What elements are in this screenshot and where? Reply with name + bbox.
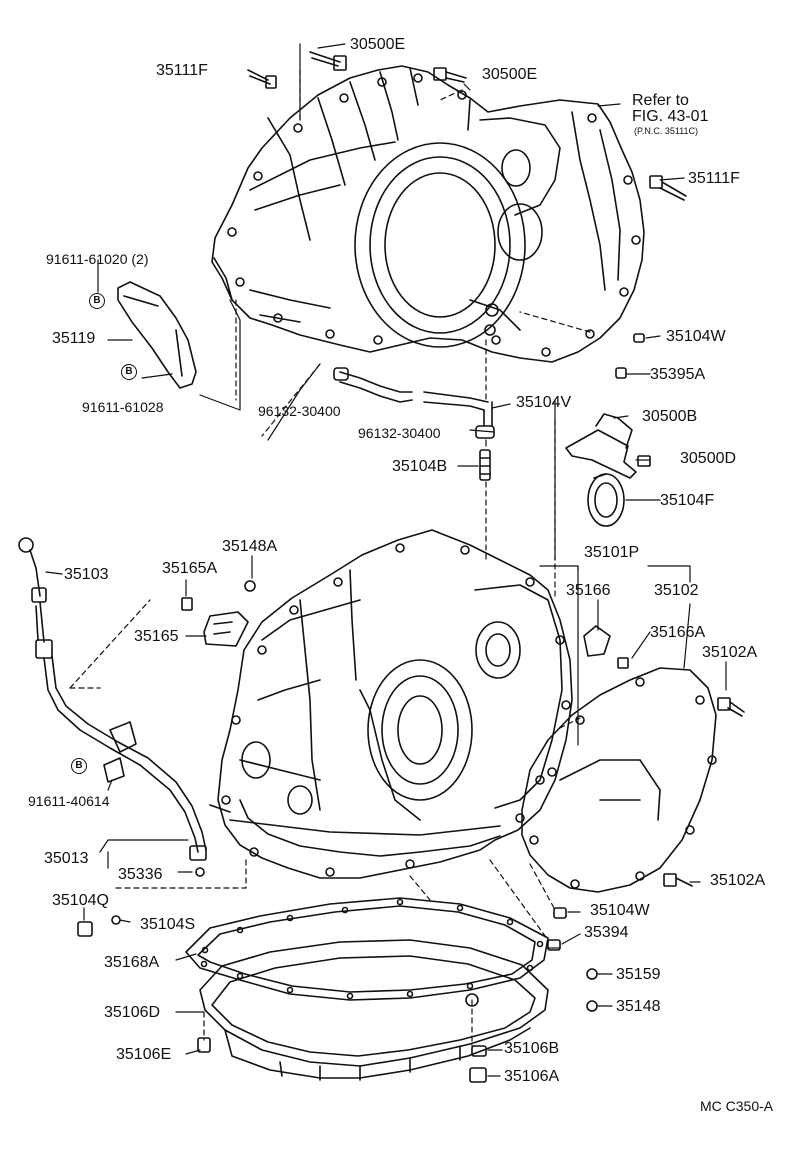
label-35104w-bottom: 35104W [590,902,650,919]
label-30500e-top: 30500E [350,36,406,53]
label-35104w-top: 35104W [666,328,726,345]
label-30500d: 30500D [680,450,737,467]
label-35103: 35103 [64,566,109,583]
label-35106d: 35106D [104,1004,161,1021]
label-fig-ref: FIG. 43-01 [632,108,709,125]
label-35104b: 35104B [392,458,448,475]
label-35166a: 35166A [650,624,706,641]
label-35159: 35159 [616,966,661,983]
bracket-35119 [117,281,197,389]
bolt-b-badge: B [89,293,105,309]
oil-pan [185,897,549,1081]
label-35119: 35119 [52,330,96,347]
label-35101p: 35101P [584,544,640,561]
label-35102a-bottom: 35102A [710,872,766,889]
label-35104s: 35104S [140,916,196,933]
label-30500b: 30500B [642,408,698,425]
label-91611-40614: 91611-40614 [28,793,110,809]
plate-30500b [565,413,637,479]
oil-seal [587,473,625,527]
label-35111f-right: 35111F [688,170,740,187]
label-35104v: 35104V [516,394,572,411]
label-35148a: 35148A [222,538,278,555]
label-35148: 35148 [616,998,661,1015]
transaxle-case [209,529,573,879]
transaxle-housing [211,65,645,363]
label-35106e: 35106E [116,1046,172,1063]
label-30500e-mid: 30500E [482,66,538,83]
dipstick-tube [18,537,207,861]
label-35104f: 35104F [660,492,715,509]
label-35111f-top: 35111F [156,62,208,79]
dashed-guides [69,69,591,1047]
label-refer-to: Refer to [632,92,689,109]
label-91611-61020: 91611-61020 (2) [46,251,149,267]
label-35104q: 35104Q [52,892,109,909]
side-cover [521,667,717,893]
label-35106a: 35106A [504,1068,560,1085]
bolt-b-badge: B [121,364,137,380]
figure-code: MC C350-A [700,1098,774,1114]
label-35106b: 35106B [504,1040,560,1057]
small-parts [77,333,645,1083]
label-96132-30400-b: 96132-30400 [358,425,441,441]
label-35394: 35394 [584,924,629,941]
label-35336: 35336 [118,866,163,883]
label-pnc-ref: (P.N.C. 35111C) [634,126,699,136]
label-35168a: 35168A [104,954,160,971]
bolts [247,51,745,887]
label-35165: 35165 [134,628,179,645]
label-96132-30400-a: 96132-30400 [258,403,341,419]
breather-hose [333,367,495,481]
label-35166: 35166 [566,582,611,599]
bolt-b-badge: B [71,758,87,774]
label-35013: 35013 [44,850,89,867]
label-91611-61028: 91611-61028 [82,399,164,415]
label-35395a: 35395A [650,366,706,383]
label-35165a: 35165A [162,560,218,577]
label-35102: 35102 [654,582,699,599]
label-35102a-top: 35102A [702,644,758,661]
